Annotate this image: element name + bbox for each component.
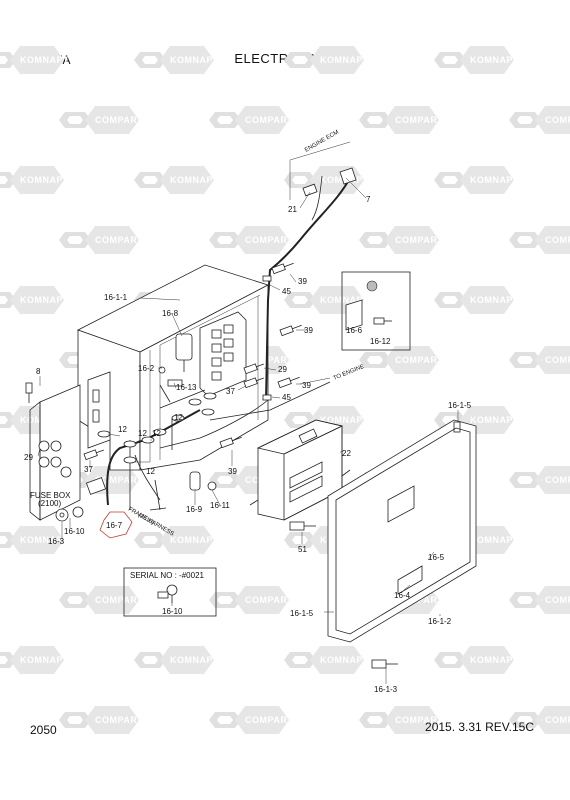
- callout-37-right: 37: [226, 387, 235, 396]
- serial-detail-box: [123, 567, 217, 617]
- callout-21: 21: [288, 205, 297, 214]
- watermark-text: COMPART: [245, 595, 293, 605]
- watermark-text: COMPART: [545, 115, 570, 125]
- watermark-text: COMPART: [95, 595, 143, 605]
- watermark-text: COMPART: [545, 355, 570, 365]
- watermark-text: KOMNAPT: [470, 175, 519, 185]
- watermark-text: KOMNAPT: [470, 535, 519, 545]
- callout-16-3: 16-3: [48, 537, 65, 546]
- inset-bracket-detail: [341, 271, 411, 351]
- callout-16-13: 16-13: [176, 383, 197, 392]
- callout-16-2: 16-2: [138, 364, 155, 373]
- watermark-text: KOMNAPT: [20, 535, 69, 545]
- callout-12-e: 12: [174, 413, 183, 422]
- callout-16-10-left: 16-10: [64, 527, 85, 536]
- callout-16-4: 16-4: [394, 591, 411, 600]
- watermark-text: COMPART: [395, 355, 443, 365]
- callout-45-lower: 45: [282, 393, 291, 402]
- watermark-text: KOMNAPT: [170, 655, 219, 665]
- wiring-harness: [97, 141, 357, 511]
- fuse-box-code: (2100): [38, 499, 61, 508]
- watermark-text: COMPART: [95, 235, 143, 245]
- watermark-text: KOMNAPT: [470, 655, 519, 665]
- callout-16-7: 16-7: [106, 521, 123, 530]
- watermark-text: COMPART: [395, 235, 443, 245]
- callout-22: 22: [342, 449, 351, 458]
- watermark-text: COMPART: [95, 475, 143, 485]
- callout-45-top: 45: [282, 287, 291, 296]
- callout-12-c: 12: [152, 429, 161, 438]
- watermark-text: KOMNAPT: [170, 55, 219, 65]
- callout-16-1-5-top: 16-1-5: [448, 401, 472, 410]
- callout-29-right: 29: [278, 365, 287, 374]
- cabinet-door: [327, 419, 477, 643]
- callout-37-left: 37: [84, 465, 93, 474]
- watermark-text: KOMNAPT: [470, 55, 519, 65]
- callout-12-b: 12: [138, 429, 147, 438]
- watermark-text: KOMNAPT: [320, 295, 369, 305]
- watermark-text: KOMNAPT: [470, 415, 519, 425]
- callout-51: 51: [298, 545, 307, 554]
- watermark-text: KOMNAPT: [20, 295, 69, 305]
- watermark-text: KOMNAPT: [20, 175, 69, 185]
- page-number: 2050: [30, 723, 57, 737]
- watermark-text: COMPART: [245, 115, 293, 125]
- callout-16-1-2: 16-1-2: [428, 617, 452, 626]
- callout-16-1-5-bottom: 16-1-5: [290, 609, 314, 618]
- watermark-text: COMPART: [545, 235, 570, 245]
- watermark-text: KOMNAPT: [320, 415, 369, 425]
- watermark-text: COMPART: [245, 355, 293, 365]
- watermark-text: KOMNAPT: [170, 535, 219, 545]
- callout-39-top: 39: [298, 277, 307, 286]
- relay-block: [158, 311, 247, 403]
- leader-lines: [37, 177, 459, 684]
- watermark-text: COMPART: [545, 715, 570, 725]
- callout-12-d: 12: [146, 467, 155, 476]
- frame-harness-code: (2610): [137, 513, 155, 527]
- callout-39-bottom: 39: [228, 467, 237, 476]
- watermark-text: COMPART: [245, 715, 293, 725]
- watermark-text: COMPART: [245, 235, 293, 245]
- watermark-text: COMPART: [95, 115, 143, 125]
- watermark-text: KOMNAPT: [320, 655, 369, 665]
- callout-16-1-1: 16-1-1: [104, 293, 128, 302]
- fuse-box-label: FUSE BOX: [30, 491, 71, 500]
- callout-16-5: 16-5: [428, 553, 445, 562]
- callout-16-9: 16-9: [186, 505, 203, 514]
- watermark-text: KOMNAPT: [320, 55, 369, 65]
- callout-7: 7: [366, 195, 371, 204]
- callout-16-1-3: 16-1-3: [374, 685, 398, 694]
- revision-date: 2015. 3.31 REV.15C: [425, 720, 534, 734]
- watermark-text: KOMNAPT: [470, 295, 519, 305]
- watermark-text: COMPART: [95, 715, 143, 725]
- callout-16-12: 16-12: [370, 337, 391, 346]
- watermark-text: KOMNAPT: [170, 175, 219, 185]
- callout-16-10-serial: 16-10: [162, 607, 183, 616]
- engine-ecm-label: ENGINE ECM: [304, 130, 340, 154]
- callout-29-left: 29: [24, 453, 33, 462]
- watermark-text: KOMNAPT: [20, 655, 69, 665]
- serial-number-label: SERIAL NO : -#0021: [130, 571, 205, 580]
- callout-39-mid: 39: [304, 326, 313, 335]
- callout-39-lower: 39: [302, 381, 311, 390]
- fasteners: [25, 262, 398, 669]
- callout-12-a: 12: [118, 425, 127, 434]
- callout-labels: 21 7 39 45 16-1-1 16-8 39 16-6 16-12 8 1…: [24, 195, 472, 694]
- revision-cloud: [99, 511, 133, 539]
- callout-16-11: 16-11: [210, 501, 230, 510]
- watermark-text: KOMNAPT: [20, 55, 69, 65]
- watermark-text: COMPART: [395, 115, 443, 125]
- watermark-text: COMPART: [395, 715, 443, 725]
- callout-8: 8: [36, 367, 41, 376]
- relay-group-left: [38, 440, 72, 478]
- callout-16-8: 16-8: [162, 309, 179, 318]
- to-engine-label: TO ENGINE: [333, 364, 366, 382]
- watermark-text: COMPART: [545, 595, 570, 605]
- watermark-text: COMPART: [545, 475, 570, 485]
- callout-16-6: 16-6: [346, 326, 363, 335]
